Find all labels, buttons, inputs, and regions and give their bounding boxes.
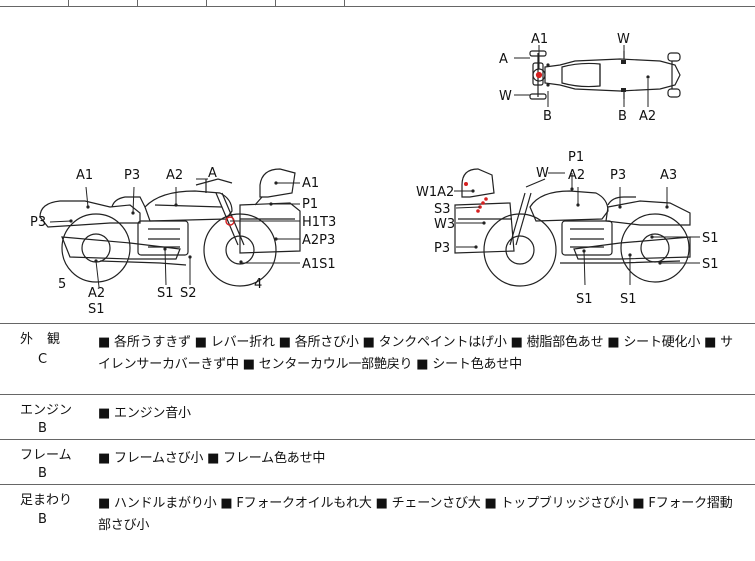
diagram-label: A2 (88, 286, 105, 301)
row-notes: ■ 各所うすきず ■ レバー折れ ■ 各所さび小 ■ タンクペイントはげ小 ■ … (98, 335, 733, 372)
diagram-label: W3 (434, 217, 455, 232)
diagram-label: S2 (180, 286, 197, 301)
diagram-label: S1 (702, 257, 719, 272)
diagram-label: P1 (302, 197, 318, 212)
diagram-label: A1S1 (302, 257, 336, 272)
diagram-label: P1 (568, 150, 584, 165)
divider (206, 0, 207, 6)
diagram-label: S1 (157, 286, 174, 301)
row-category: 外観 (20, 332, 75, 347)
left-view-leaders (49, 178, 300, 288)
diagram-label: A2 (639, 109, 656, 124)
damage-diagram: A1 W A W B B A2 (0, 7, 755, 323)
diagram-label: B (618, 109, 627, 124)
top-view-leaders (514, 45, 649, 107)
diagram-label: P3 (30, 215, 46, 230)
row-category: 足まわり (20, 493, 73, 508)
diagram-label: S1 (88, 302, 105, 317)
motorcycle-diagram-svg: A1 W A W B B A2 (30, 32, 719, 317)
left-view-motorcycle (39, 168, 301, 287)
diagram-label: B (543, 109, 552, 124)
diagram-label: A2P3 (302, 233, 335, 248)
right-view-motorcycle (454, 168, 691, 287)
diagram-label: 5 (58, 277, 66, 292)
diagram-label: P3 (434, 241, 450, 256)
row-grade: B (38, 512, 47, 527)
row-category: フレーム (20, 448, 72, 463)
diagram-label: S1 (702, 231, 719, 246)
diagram-label: A (499, 52, 508, 67)
top-view-markers (546, 60, 650, 92)
right-view-leaders (454, 172, 700, 286)
condition-row-engine: エンジン B ■ エンジン音小 (0, 394, 755, 439)
table-top-strip (0, 0, 755, 7)
diagram-label: A1 (76, 168, 93, 183)
condition-table: 外観 C ■ 各所うすきず ■ レバー折れ ■ 各所さび小 ■ タンクペイントは… (0, 323, 755, 560)
diagram-label: W1A2 (416, 185, 454, 200)
diagram-label: H1T3 (302, 215, 336, 230)
left-view-markers (69, 181, 278, 264)
diagram-label: P3 (124, 168, 140, 183)
row-notes: ■ ハンドルまがり小 ■ Fフォークオイルもれ大 ■ チェーンさび大 ■ トップ… (98, 496, 733, 533)
row-notes: ■ フレームさび小 ■ フレーム色あせ中 (98, 451, 326, 466)
top-view-motorcycle (529, 50, 681, 100)
diagram-label: P3 (610, 168, 626, 183)
diagram-label: A2 (568, 168, 585, 183)
diagram-label: A1 (531, 32, 548, 47)
diagram-label: W (536, 166, 549, 181)
row-grade: B (38, 466, 47, 481)
diagram-label: A3 (660, 168, 677, 183)
row-notes: ■ エンジン音小 (98, 406, 191, 421)
diagram-label: S3 (434, 202, 451, 217)
diagram-label: A2 (166, 168, 183, 183)
diagram-label: A1 (302, 176, 319, 191)
divider (275, 0, 276, 6)
divider (137, 0, 138, 6)
row-grade: C (38, 352, 48, 367)
condition-row-suspension: 足まわり B ■ ハンドルまがり小 ■ Fフォークオイルもれ大 ■ チェーンさび… (0, 484, 755, 560)
diagram-label: A (208, 166, 217, 181)
diagram-label: W (617, 32, 630, 47)
divider (344, 0, 345, 6)
diagram-label: W (499, 89, 512, 104)
row-grade: B (38, 421, 47, 436)
condition-row-frame: フレーム B ■ フレームさび小 ■ フレーム色あせ中 (0, 439, 755, 484)
row-category: エンジン (20, 403, 73, 418)
diagram-label: 4 (254, 277, 262, 292)
diagram-label: S1 (576, 292, 593, 307)
condition-row-exterior: 外観 C ■ 各所うすきず ■ レバー折れ ■ 各所さび小 ■ タンクペイントは… (0, 323, 755, 394)
diagram-label: S1 (620, 292, 637, 307)
divider (68, 0, 69, 6)
